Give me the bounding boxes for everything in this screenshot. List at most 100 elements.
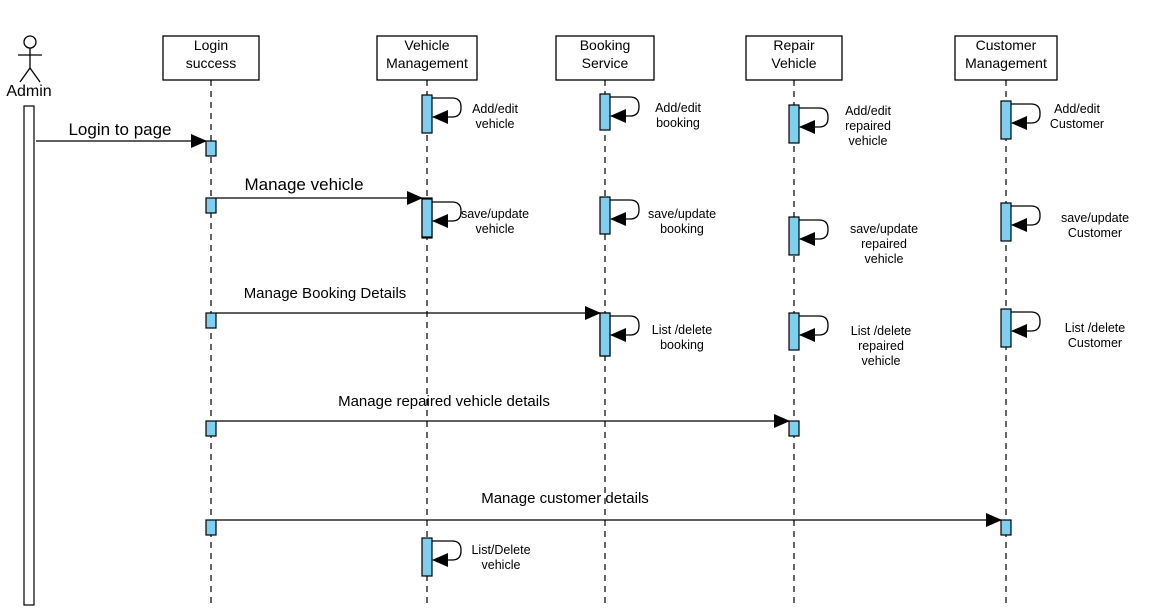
participant-login: Login success (162, 35, 260, 81)
participant-label-line: Customer (976, 37, 1037, 53)
self-message-label-line: booking (660, 222, 704, 236)
participant-box (162, 35, 260, 81)
activation-vehicle (421, 198, 433, 238)
self-message-label-line: vehicle (482, 558, 521, 572)
self-message-label-line: List /delete (1065, 321, 1126, 335)
activation-repair (788, 312, 800, 351)
self-message-arrow (432, 540, 462, 567)
activation-customer (1000, 308, 1012, 348)
self-message-label-line: save/update (648, 207, 716, 221)
self-message-label-line: vehicle (476, 117, 515, 131)
self-message-label-line: Add/edit (472, 102, 518, 116)
participant-label-line: Booking (580, 37, 631, 53)
self-message-label-line: Customer (1068, 336, 1122, 350)
activation-repair (788, 104, 800, 144)
activation-login (205, 197, 217, 214)
self-message-label-line: Customer (1068, 226, 1122, 240)
actor-activation (23, 105, 35, 606)
self-message-arrow (610, 96, 640, 123)
self-message-label-line: vehicle (849, 134, 888, 148)
activation-repair (788, 216, 800, 256)
self-message-label-line: List/Delete (471, 543, 530, 557)
self-message-label-line: vehicle (865, 252, 904, 266)
activation-login (205, 140, 217, 157)
actor-label: Admin (6, 83, 51, 100)
actor-admin: Admin (6, 35, 52, 100)
self-message-label-line: Add/edit (655, 101, 701, 115)
participant-label-line: Vehicle (771, 55, 816, 71)
message-label-vehicle: Manage vehicle (244, 175, 363, 194)
participant-label-line: Management (386, 55, 468, 71)
participant-box (376, 35, 478, 81)
self-message-label-line: List /delete (652, 323, 713, 337)
activation-customer (1000, 202, 1012, 242)
self-message-arrow (799, 315, 829, 342)
message-label-login: Login to page (68, 120, 171, 139)
actor-head (23, 35, 37, 49)
self-message-arrow (432, 201, 462, 228)
activation-login (205, 519, 217, 536)
participant-label-line: success (186, 55, 237, 71)
activation-vehicle (421, 94, 433, 134)
self-message-label-line: booking (660, 338, 704, 352)
self-message-label-line: repaired (858, 339, 904, 353)
activation-booking (599, 93, 611, 131)
activation-repair (788, 420, 800, 437)
message-label-booking: Manage Booking Details (244, 285, 407, 302)
self-message-label-line: repaired (861, 237, 907, 251)
self-message-label-line: save/update (850, 222, 918, 236)
self-message-arrow (1011, 311, 1041, 338)
self-message-label-line: save/update (1061, 211, 1129, 225)
self-message-label-line: Add/edit (845, 104, 891, 118)
participant-box (745, 35, 843, 81)
self-message-label-line: Customer (1050, 117, 1104, 131)
self-message-arrow (799, 219, 829, 246)
participant-label-line: Management (965, 55, 1047, 71)
self-message-arrow (1011, 205, 1041, 232)
self-message-arrow (432, 97, 462, 124)
self-message-label-line: repaired (845, 119, 891, 133)
participant-label-line: Vehicle (404, 37, 449, 53)
activation-booking (599, 196, 611, 235)
activation-login (205, 420, 217, 437)
message-label-repair: Manage repaired vehicle details (338, 393, 550, 410)
activation-booking (599, 312, 611, 357)
participant-label-line: Service (582, 55, 629, 71)
self-message-label-line: List /delete (851, 324, 912, 338)
participant-box (555, 35, 655, 81)
self-message-arrow (1011, 103, 1041, 130)
activation-vehicle (421, 537, 433, 577)
self-message-arrow (799, 107, 829, 134)
message-label-customer: Manage customer details (481, 490, 649, 507)
actor-leg-left (19, 67, 31, 83)
self-message-label-line: booking (656, 116, 700, 130)
activation-login (205, 312, 217, 329)
actor-leg-right (29, 67, 41, 83)
participant-label-line: Login (194, 37, 228, 53)
activation-customer (1000, 519, 1012, 536)
self-message-label-line: vehicle (476, 222, 515, 236)
activation-customer (1000, 100, 1012, 140)
participant-box (954, 35, 1058, 81)
self-message-arrow (610, 315, 640, 342)
self-message-label-line: vehicle (862, 354, 901, 368)
self-message-arrow (610, 199, 640, 226)
self-message-label-line: Add/edit (1054, 102, 1100, 116)
participant-label-line: Repair (773, 37, 815, 53)
